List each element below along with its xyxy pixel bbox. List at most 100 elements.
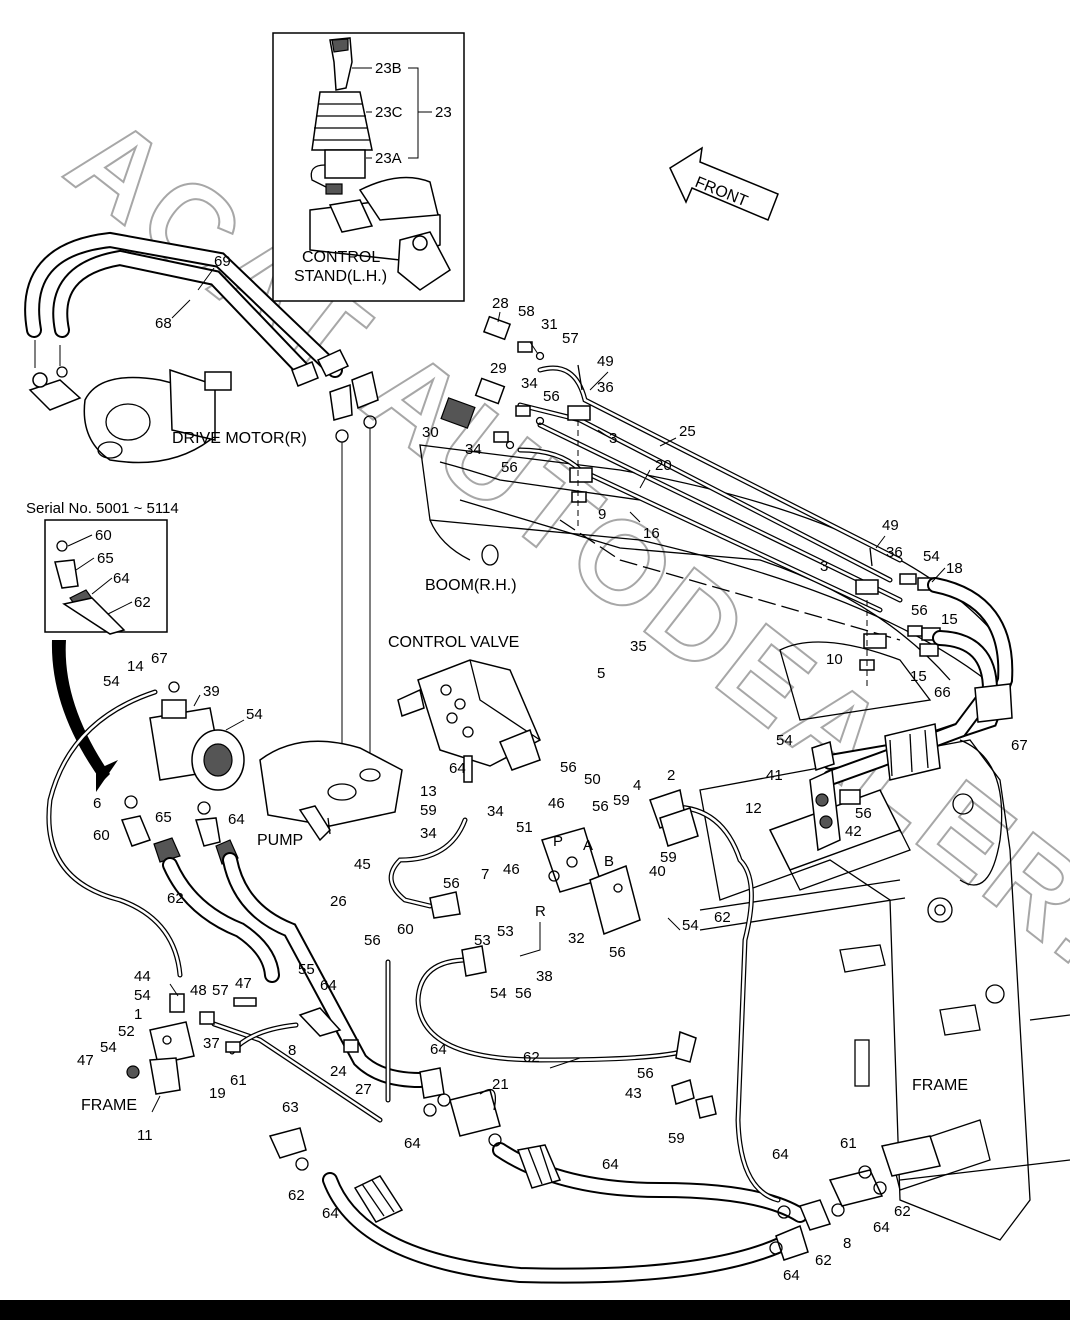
callout-38: 56: [515, 985, 532, 1002]
callout-14: 54: [103, 673, 120, 690]
callout-47a: 57: [212, 982, 229, 999]
callout-34a: 34: [521, 375, 538, 392]
extra-callouts: 67: [916, 793, 933, 810]
bracket-12: [768, 768, 911, 891]
frame-left-label: FRAME: [81, 1097, 137, 1114]
callout-59d: 59: [668, 1130, 685, 1147]
callout-10: 10: [826, 651, 843, 668]
callout-20: 20: [655, 457, 672, 474]
callout-62c: 24: [330, 1063, 347, 1080]
port-a: A: [583, 837, 593, 854]
control-valve: CONTROL VALVE: [388, 634, 541, 783]
callout-23a: 23A: [375, 150, 402, 167]
callout-53a: 54: [682, 917, 699, 934]
callout-19: 61: [230, 1072, 247, 1089]
callout-41: 41: [766, 767, 783, 784]
callout-23c: 23C: [375, 104, 403, 121]
callout-60a: 6: [93, 795, 101, 812]
drive-motor-label: DRIVE MOTOR(R): [172, 430, 307, 447]
callout-17: 64: [772, 1146, 789, 1163]
pump-label: PUMP: [257, 832, 303, 849]
callout-4: 2: [667, 767, 675, 784]
callout-64i: 62: [288, 1187, 305, 1204]
serial-inset: Serial No. 5001 ~ 5114 60 65 64 62: [26, 500, 179, 792]
callout-13: 64: [449, 760, 466, 777]
watermark: ACAT AUTODEALER.RU: [43, 90, 1070, 1105]
callout-54a: 54: [923, 548, 940, 565]
callout-40: 59: [660, 849, 677, 866]
callout-47b: 54: [100, 1039, 117, 1056]
callout-53b: 56: [609, 944, 626, 961]
callout-2: 46: [548, 795, 565, 812]
callout-54f: 44: [134, 968, 151, 985]
callout-51: 34: [487, 803, 504, 820]
callout-68: 68: [155, 315, 172, 332]
callout-63: 21: [492, 1076, 509, 1093]
lower-callouts: 35 5 41 54 12 56 42 42 64 13 59 34 56 50…: [77, 638, 911, 1284]
callout-56d: 56: [855, 805, 872, 822]
callout-59c: 46: [503, 861, 520, 878]
callout-57: 1: [134, 1006, 142, 1023]
callout-27: 63: [282, 1099, 299, 1116]
callout-46a: 50: [584, 771, 601, 788]
callout-31: 31: [541, 316, 558, 333]
callout-64e: 64: [404, 1135, 421, 1152]
callout-39: 67: [151, 650, 168, 667]
control-stand-caption-1: CONTROL: [302, 249, 380, 266]
callout-69: 69: [214, 253, 231, 270]
left-valve-block: FRAME: [81, 993, 257, 1114]
callout-62a: 62: [167, 890, 184, 907]
callout-3a: 3: [609, 430, 617, 447]
callout-67a: 67: [1011, 737, 1028, 754]
serial-callout-64: 64: [113, 570, 130, 587]
callout-35: 35: [630, 638, 647, 655]
front-arrow: FRONT: [669, 146, 779, 221]
callout-1: 52: [118, 1023, 135, 1040]
callout-62e: 64: [873, 1219, 890, 1236]
callout-25: 25: [679, 423, 696, 440]
callout-30: 30: [422, 424, 439, 441]
callout-16: 16: [643, 525, 660, 542]
callout-11: 11: [137, 1127, 153, 1144]
hoses-68-69: 69 68: [24, 231, 379, 800]
callout-54e: 62: [714, 909, 731, 926]
callout-52: 47: [77, 1052, 94, 1069]
callout-36a: 36: [597, 379, 614, 396]
callout-56f: 4: [633, 777, 641, 794]
pump: PUMP: [257, 740, 403, 849]
callout-56g: 56: [443, 875, 460, 892]
callout-36b: 36: [886, 544, 903, 561]
callout-12: 12: [745, 800, 762, 817]
callout-49a: 49: [597, 353, 614, 370]
callout-23b: 23B: [375, 60, 402, 77]
drive-motor: DRIVE MOTOR(R): [28, 340, 307, 464]
callout-64k: 64: [783, 1267, 800, 1284]
callout-50: 56: [560, 759, 577, 776]
callout-66: 66: [934, 684, 951, 701]
callout-54h: 37: [203, 1035, 220, 1052]
callout-59a: 13: [420, 783, 437, 800]
leader-lines: [151, 311, 946, 1113]
callout-5: 5: [597, 665, 605, 682]
port-r: R: [535, 903, 546, 920]
port-p: P: [553, 833, 563, 850]
callout-61a: 8: [288, 1042, 296, 1059]
callout-15b: 15: [910, 668, 927, 685]
control-stand-inset: 23B 23C 23A 23 CONTROL STAND(L.H.): [272, 32, 465, 302]
callout-34d: 59: [613, 792, 630, 809]
callout-56e: 34: [420, 825, 437, 842]
callout-28: 28: [492, 295, 509, 312]
callout-55: 64: [430, 1041, 447, 1058]
callout-34c: 59: [420, 802, 437, 819]
serial-callout-62: 62: [134, 594, 151, 611]
valve-block: P A B R: [519, 827, 641, 957]
callout-62d: 64: [602, 1156, 619, 1173]
callout-48: 47: [235, 975, 252, 992]
callout-45: 53: [474, 932, 491, 949]
callout-56c: 56: [911, 602, 928, 619]
callout-6: 54: [246, 706, 263, 723]
callout-34b: 34: [465, 441, 482, 458]
hose-14: [46, 689, 183, 978]
callout-49b: 49: [882, 517, 899, 534]
